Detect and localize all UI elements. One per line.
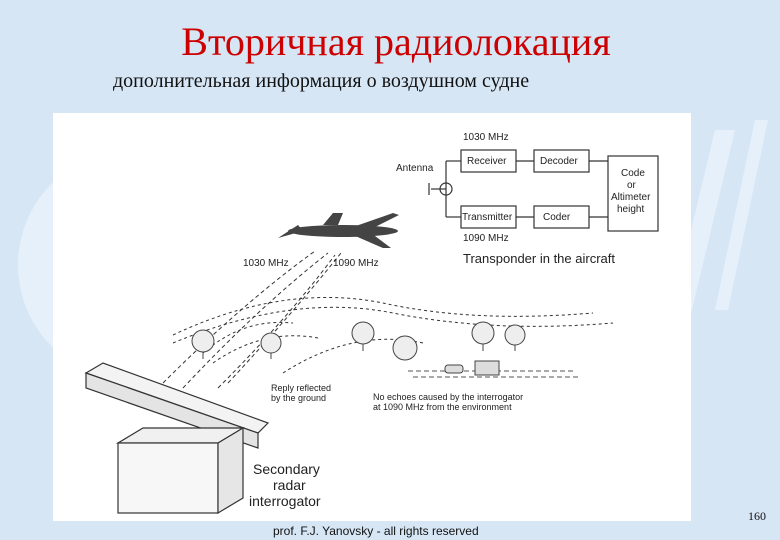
height-label: height	[617, 204, 645, 215]
uplink-frequency-label: 1030 MHz	[243, 258, 289, 269]
ssr-diagram: 1030 MHz Antenna Receiver Decoder Code o…	[53, 113, 691, 521]
reply-note-line1: Reply reflected	[271, 383, 332, 393]
radar-interrogator-icon	[84, 362, 270, 515]
altimeter-label: Altimeter	[611, 192, 651, 203]
slide-subtitle: дополнительная информация о воздушном су…	[113, 70, 530, 92]
antenna-label: Antenna	[396, 163, 434, 174]
coder-label: Coder	[543, 212, 571, 223]
radar-label-line3: interrogator	[249, 493, 321, 509]
echo-note-line2: at 1090 MHz from the environment	[373, 402, 512, 412]
page-number: 160	[748, 509, 766, 523]
code-label: Code	[621, 168, 645, 179]
decoder-label: Decoder	[540, 156, 578, 167]
diagram-drawing	[84, 149, 659, 515]
code-or-label: or	[627, 180, 636, 191]
downlink-frequency-label: 1090 MHz	[333, 258, 379, 269]
receiver-label: Receiver	[467, 156, 507, 167]
radar-label-line1: Secondary	[253, 461, 320, 477]
aircraft-icon	[278, 213, 399, 248]
transmit-frequency-label: 1090 MHz	[463, 233, 509, 244]
reply-note-line2: by the ground	[271, 393, 327, 403]
transponder-caption: Transponder in the aircraft	[463, 251, 615, 266]
echo-note-line1: No echoes caused by the interrogator	[373, 392, 524, 402]
slide-title: Вторичная радиолокация	[181, 19, 611, 64]
footer-credit: prof. F.J. Yanovsky - all rights reserve…	[273, 524, 479, 538]
receive-frequency-label: 1030 MHz	[463, 132, 509, 143]
transmitter-label: Transmitter	[462, 212, 513, 223]
code-block	[607, 155, 659, 232]
radar-label-line2: radar	[273, 477, 306, 493]
